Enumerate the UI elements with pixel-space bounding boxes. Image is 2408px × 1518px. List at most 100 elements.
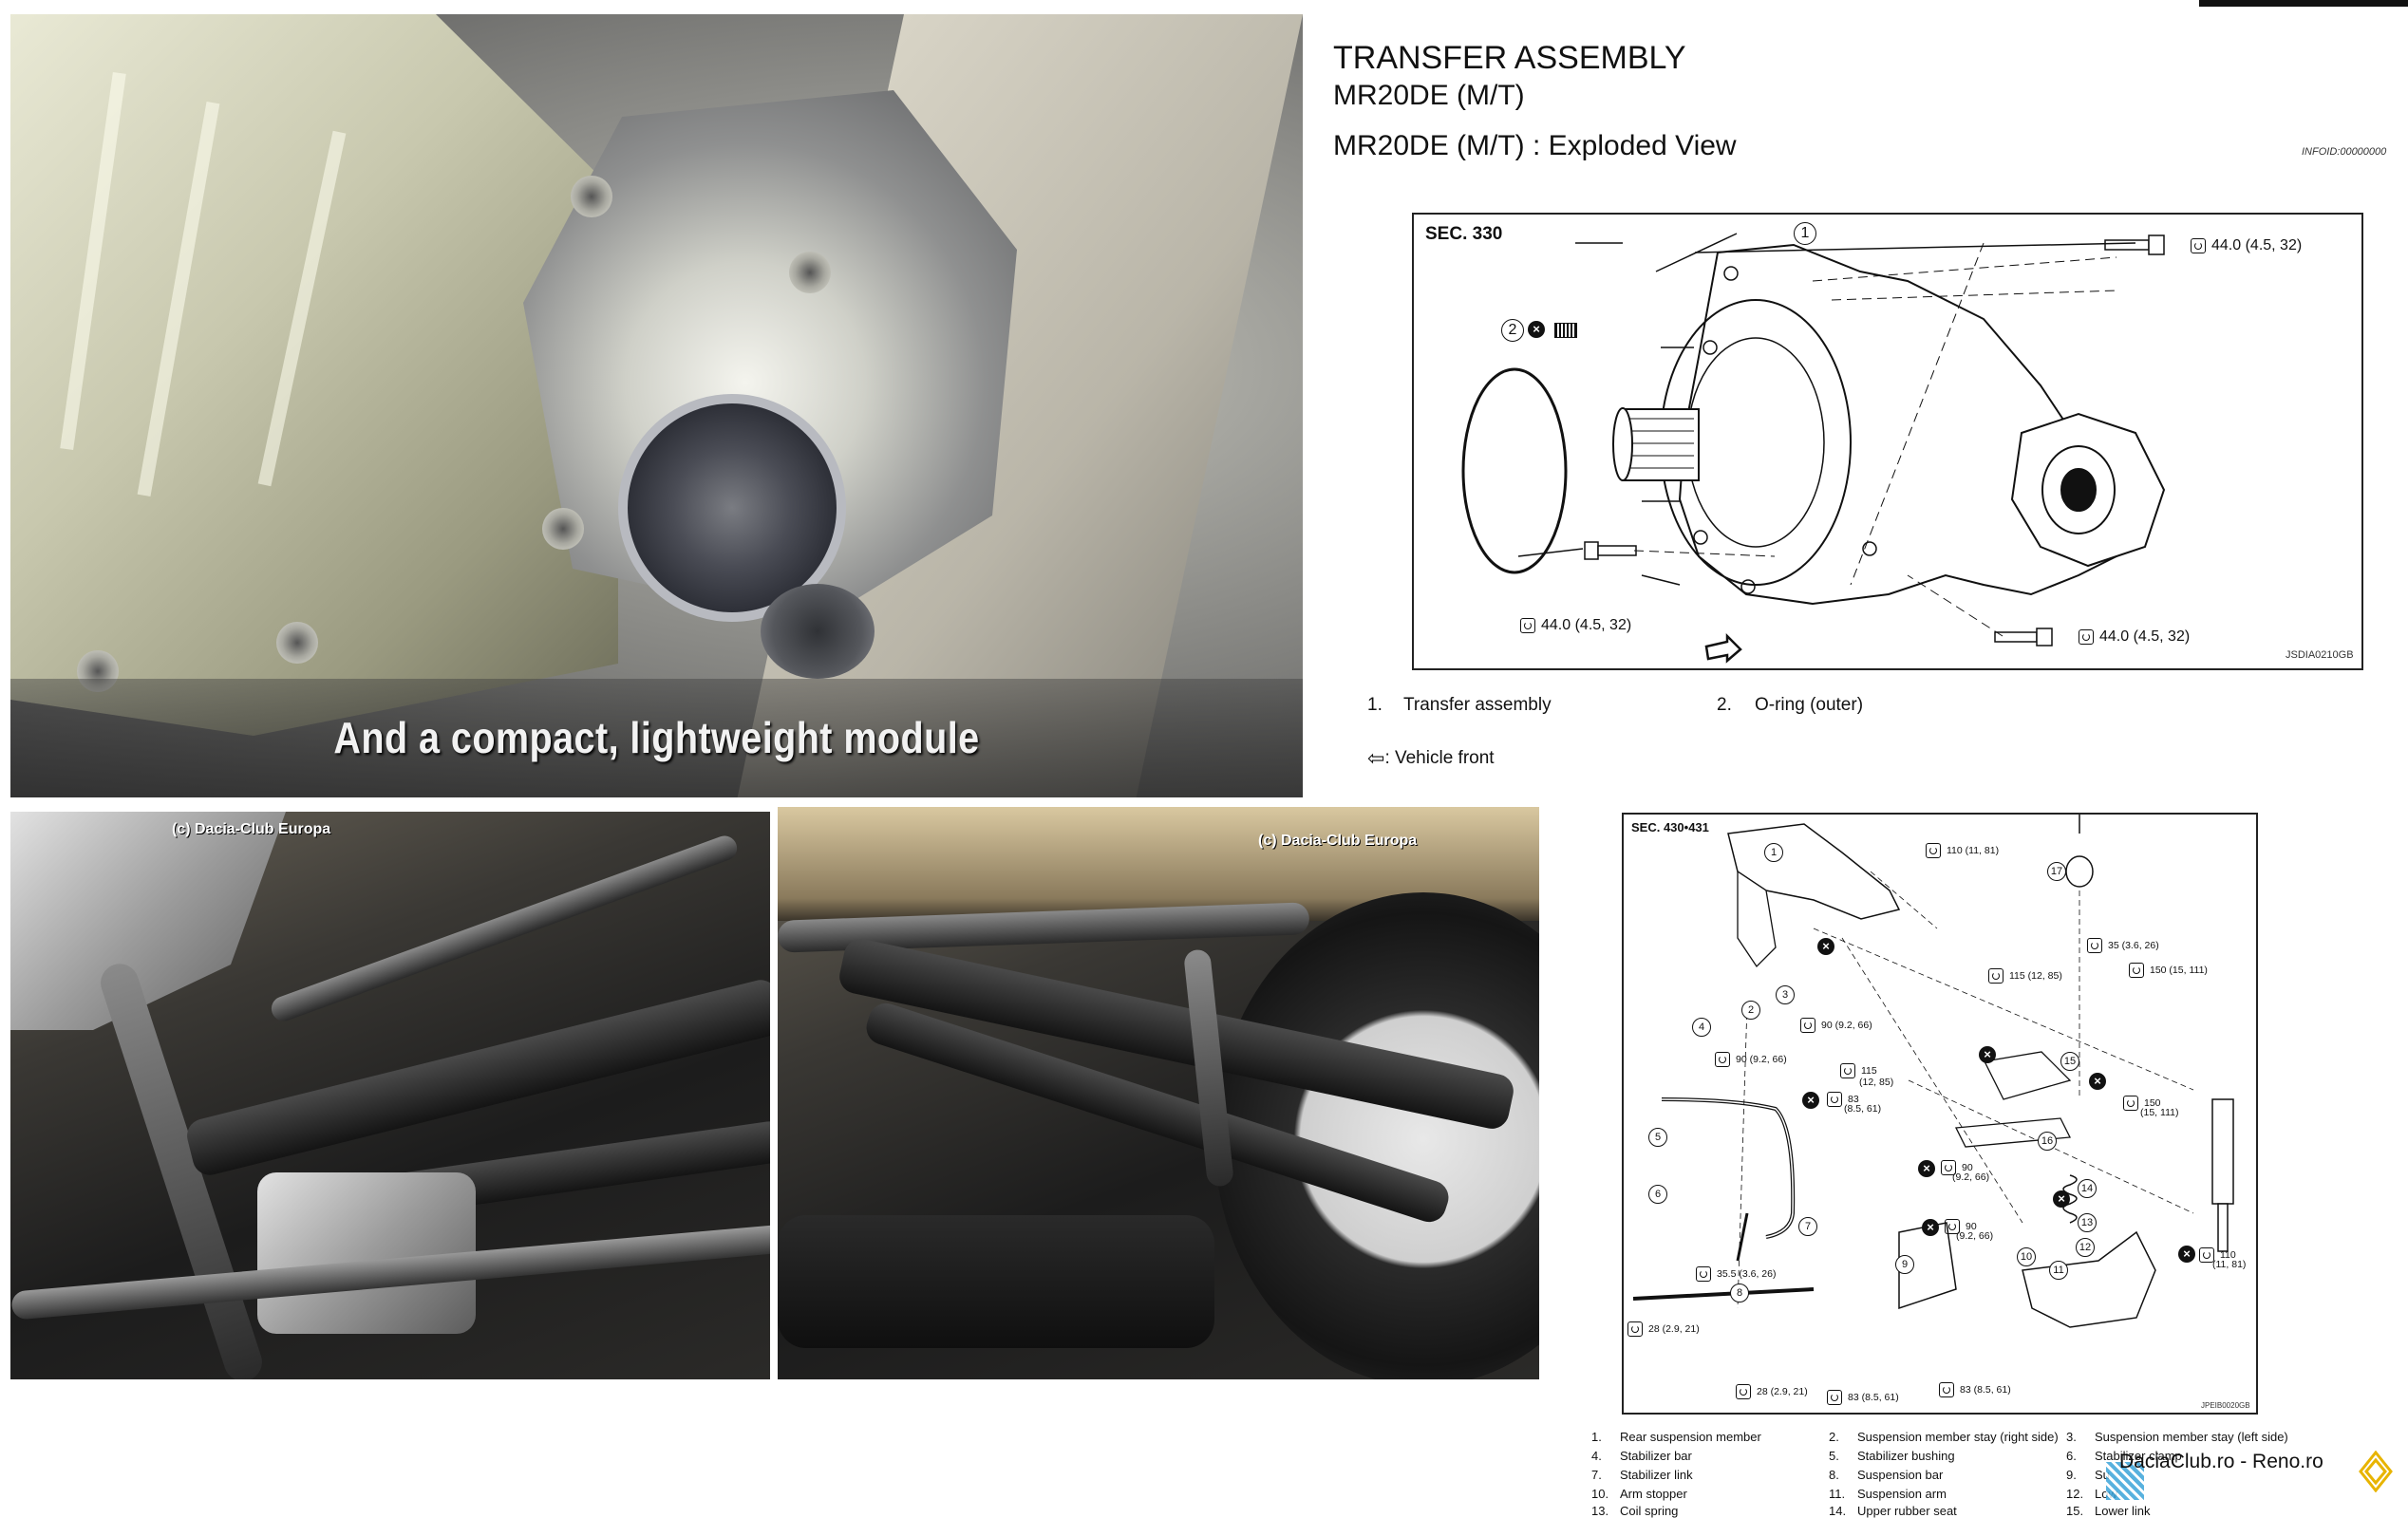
torque-spec: 150 (15, 111): [2129, 963, 2208, 978]
legend-label: Su: [2095, 1468, 2110, 1482]
torque-spec: 90: [1945, 1219, 1977, 1234]
legend-label: Arm stopper: [1620, 1487, 1687, 1501]
legend-label: Suspension member stay (right side): [1857, 1430, 2059, 1444]
torque-spec-unit: (9.2, 66): [1956, 1230, 1994, 1242]
legend-num: 2.: [1829, 1430, 1839, 1444]
torque-spec-bottom: 44.0 (4.5, 32): [2079, 628, 2190, 646]
section-label: SEC. 330: [1425, 224, 1503, 244]
section-label: SEC. 430•431: [1631, 820, 1709, 834]
drawing-ref-code: JPEIB0020GB: [2201, 1401, 2250, 1410]
do-not-reuse-icon: ×: [1817, 938, 1834, 955]
torque-spec: 28 (2.9, 21): [1736, 1384, 1808, 1399]
torque-spec: 115: [1840, 1063, 1877, 1078]
do-not-reuse-icon: ×: [1922, 1219, 1939, 1236]
fuel-tank: [778, 1215, 1214, 1348]
torque-spec-left: 44.0 (4.5, 32): [1520, 617, 1631, 634]
stabilizer-bar: [1661, 1097, 1796, 1239]
torque-wrench-icon: [1800, 1018, 1815, 1033]
torque-spec: 110: [2199, 1247, 2236, 1263]
housing-bolt: [276, 622, 318, 664]
legend-label: O-ring (outer): [1755, 695, 1864, 715]
legend-num: 13.: [1591, 1504, 1609, 1518]
callout-lower-rubber-seat: 16: [2038, 1132, 2057, 1151]
top-right-edge-bar: [2199, 0, 2408, 7]
vehicle-front-icon: ⇦: [1367, 746, 1385, 770]
legend-num: 6.: [2066, 1449, 2077, 1463]
legend-num: 7.: [1591, 1468, 1602, 1482]
torque-spec: 115 (12, 85): [1988, 968, 2062, 984]
callout-coil-spring: 14: [2078, 1179, 2097, 1198]
legend-num: 1.: [1367, 695, 1383, 715]
legend-label: Coil spring: [1620, 1504, 1679, 1518]
callout-suspension-bracket: 9: [1895, 1255, 1914, 1274]
shock-absorber: [2211, 1098, 2234, 1205]
gearbox-case: [10, 14, 618, 736]
callout-callout-12: 12: [2076, 1238, 2095, 1257]
legend-label: Suspension bar: [1857, 1468, 1944, 1482]
drawing-ref-code: JSDIA0210GB: [2286, 649, 2354, 661]
torque-spec: 35.5 (3.6, 26): [1696, 1266, 1776, 1282]
legend-label: Lower link: [2095, 1504, 2151, 1518]
torque-spec: 28 (2.9, 21): [1627, 1321, 1700, 1337]
module-bore: [761, 584, 875, 679]
callout-o-ring: 2: [1501, 319, 1524, 342]
callout-lower-link: 15: [2060, 1052, 2079, 1071]
bolt-top: [2104, 234, 2165, 255]
legend-num: 12.: [2066, 1487, 2084, 1501]
page-subtitle: MR20DE (M/T): [1333, 80, 1525, 111]
vehicle-front-arrow: [1704, 632, 1742, 664]
photo-watermark: (c) Dacia-Club Europa: [172, 821, 331, 837]
transfer-case: [257, 1172, 476, 1334]
undercar-photo-left: (c) Dacia-Club Europa: [10, 812, 770, 1379]
housing-bolt: [789, 252, 831, 293]
torque-wrench-icon: [2079, 628, 2094, 645]
do-not-reuse-icon: ×: [2178, 1246, 2195, 1263]
legend-label: Rear suspension member: [1620, 1430, 1761, 1444]
axle-carrier: [2022, 1230, 2156, 1328]
brake-line: [268, 832, 741, 1025]
bolt-left: [1584, 541, 1637, 560]
legend-num: 2.: [1717, 695, 1732, 715]
stabilizer-bar: [95, 959, 268, 1379]
torque-wrench-icon: [1988, 968, 2004, 984]
torque-spec-unit: (12, 85): [1859, 1077, 1894, 1088]
video-caption: And a compact, lightweight module: [333, 713, 980, 762]
torque-wrench-icon: [1696, 1266, 1711, 1282]
do-not-reuse-icon: ×: [1979, 1046, 1996, 1063]
torque-wrench-icon: [1736, 1384, 1751, 1399]
callout-stabilizer-clamp: 6: [1648, 1185, 1667, 1204]
torque-wrench-icon: [1827, 1092, 1842, 1107]
coil-spring: [2062, 1174, 2078, 1224]
legend-num: 10.: [1591, 1487, 1609, 1501]
callout-stabilizer-bushing: 5: [1648, 1128, 1667, 1147]
rear-suspension-exploded-view: SEC. 430•431 1 17 2 3: [1622, 813, 2258, 1415]
legend-num: 9.: [2066, 1468, 2077, 1482]
arm-stopper: [2065, 855, 2094, 888]
torque-spec: 83 (8.5, 61): [1827, 1390, 1899, 1405]
grease-icon: [1554, 323, 1577, 338]
torque-spec-unit: (11, 81): [2212, 1259, 2247, 1270]
legend-label: Stabilizer bar: [1620, 1449, 1692, 1463]
torque-wrench-icon: [2129, 963, 2144, 978]
daciaclub-logo-icon: [2106, 1462, 2144, 1500]
torque-spec: 150: [2123, 1096, 2161, 1111]
callout-suspension-bar: 8: [1730, 1284, 1749, 1302]
renault-diamond-icon: [2359, 1451, 2393, 1492]
torque-wrench-icon: [2087, 938, 2102, 953]
torque-spec-top: 44.0 (4.5, 32): [2191, 237, 2302, 254]
page-title: TRANSFER ASSEMBLY: [1333, 40, 1686, 76]
vehicle-front-note: ⇦: Vehicle front: [1367, 746, 1495, 770]
torque-spec: 110 (11, 81): [1926, 843, 1999, 858]
legend-num: 11.: [1829, 1487, 1846, 1501]
callout-member-stay-right: 2: [1741, 1001, 1760, 1020]
torque-spec-unit: (8.5, 61): [1844, 1103, 1882, 1115]
legend-num: 1.: [1591, 1430, 1602, 1444]
heat-shield: [10, 812, 286, 1030]
torque-spec: 83 (8.5, 61): [1939, 1382, 2011, 1397]
suspension-arm: [1984, 1051, 2072, 1100]
torque-wrench-icon: [1520, 617, 1535, 633]
torque-wrench-icon: [1715, 1052, 1730, 1067]
torque-wrench-icon: [2123, 1096, 2138, 1111]
torque-spec-unit: (15, 111): [2140, 1107, 2179, 1118]
do-not-reuse-icon: ×: [1918, 1160, 1935, 1177]
